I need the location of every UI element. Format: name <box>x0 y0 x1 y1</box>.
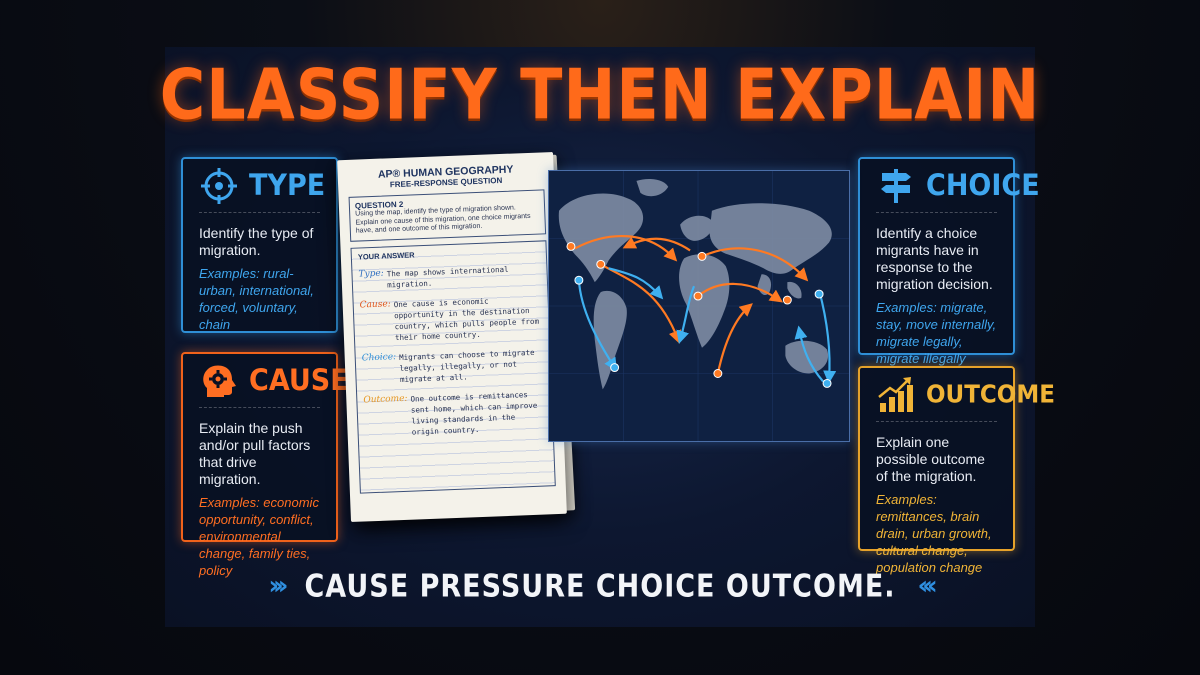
answer-row-cause: Cause: One cause is economic opportunity… <box>360 293 544 344</box>
signpost-icon <box>881 168 911 203</box>
outcome-card-label: OUTCOME <box>926 380 1055 409</box>
page-title: CLASSIFY THEN EXPLAIN <box>159 53 1041 136</box>
answer-text: The map shows international migration. <box>386 264 509 289</box>
cause-card-examples: Examples: economic opportunity, conflict… <box>199 495 319 578</box>
migration-map <box>548 170 850 442</box>
migration-arrows <box>574 234 837 384</box>
answer-key: Cause: <box>359 298 391 311</box>
answer-row-outcome: Outcome: One outcome is remittances sent… <box>363 388 547 439</box>
world-map-graphic <box>549 171 849 441</box>
type-card-description: Identify the type of migration. <box>199 225 314 258</box>
question-box: QUESTION 2 Using the map, identify the t… <box>348 189 547 242</box>
answer-key: Outcome: <box>363 393 408 405</box>
type-card-label: TYPE <box>249 168 326 203</box>
bar-chart-growth-icon <box>878 376 913 412</box>
crosshair-icon <box>201 167 237 204</box>
arrow-blue-5 <box>818 289 837 384</box>
outcome-card-header: OUTCOME <box>876 368 1055 422</box>
footer-tagline: CAUSE PRESSURE CHOICE OUTCOME. <box>304 568 896 604</box>
outcome-card-description: Explain one possible outcome of the migr… <box>876 434 985 484</box>
chevron-left-icon: ‹‹‹ <box>917 571 938 601</box>
answer-text: Migrants can choose to migrate legally, … <box>398 347 535 384</box>
arrow-orange-4 <box>701 247 809 282</box>
answer-key: Type: <box>358 268 384 280</box>
answer-box: YOUR ANSWER Type: The map shows internat… <box>350 239 556 494</box>
choice-card-description: Identify a choice migrants have in respo… <box>876 225 993 292</box>
type-card-examples: Examples: rural-urban, international, fo… <box>199 266 314 332</box>
type-card-header: TYPE <box>199 159 325 213</box>
arrow-orange-1 <box>574 234 678 262</box>
arrow-blue-3 <box>676 285 696 344</box>
arrow-orange-5 <box>697 282 784 303</box>
cause-card-description: Explain the push and/or pull factors tha… <box>199 420 311 487</box>
cause-card-header: CAUSE <box>199 354 349 408</box>
type-card: TYPE Identify the type of migration. Exa… <box>181 157 338 333</box>
continents <box>558 178 832 390</box>
arrow-orange-6 <box>716 303 753 374</box>
arrow-blue-1 <box>608 267 664 300</box>
choice-card-header: CHOICE <box>876 159 1040 213</box>
choice-card-label: CHOICE <box>926 168 1040 203</box>
outcome-card: OUTCOME Explain one possible outcome of … <box>858 366 1055 575</box>
head-gear-icon <box>203 365 236 397</box>
answer-row-type: Type: The map shows international migrat… <box>358 262 541 291</box>
origin-points <box>566 241 832 388</box>
arrow-blue-4 <box>794 325 824 383</box>
choice-card-examples: Examples: migrate, stay, move internally… <box>876 300 997 366</box>
exam-paper: AP® HUMAN GEOGRAPHY FREE-RESPONSE QUESTI… <box>337 151 567 523</box>
answer-text: One outcome is remittances sent home, wh… <box>410 389 538 437</box>
footer-tagline-bar: ››› CAUSE PRESSURE CHOICE OUTCOME. ‹‹‹ <box>0 566 1200 606</box>
cause-card-label: CAUSE <box>249 363 349 398</box>
answer-row-choice: Choice: Migrants can choose to migrate l… <box>362 346 545 386</box>
arrow-orange-2 <box>622 236 691 252</box>
chevron-right-icon: ››› <box>268 571 288 601</box>
answer-key: Choice: <box>361 351 397 363</box>
cause-card: CAUSE Explain the push and/or pull facto… <box>181 352 349 578</box>
answer-text: One cause is economic opportunity in the… <box>393 296 540 342</box>
arrow-blue-2 <box>577 280 617 372</box>
answer-title: YOUR ANSWER <box>357 249 415 262</box>
choice-card: CHOICE Identify a choice migrants have i… <box>858 157 1040 366</box>
outcome-card-examples: Examples: remittances, brain drain, urba… <box>876 492 992 575</box>
